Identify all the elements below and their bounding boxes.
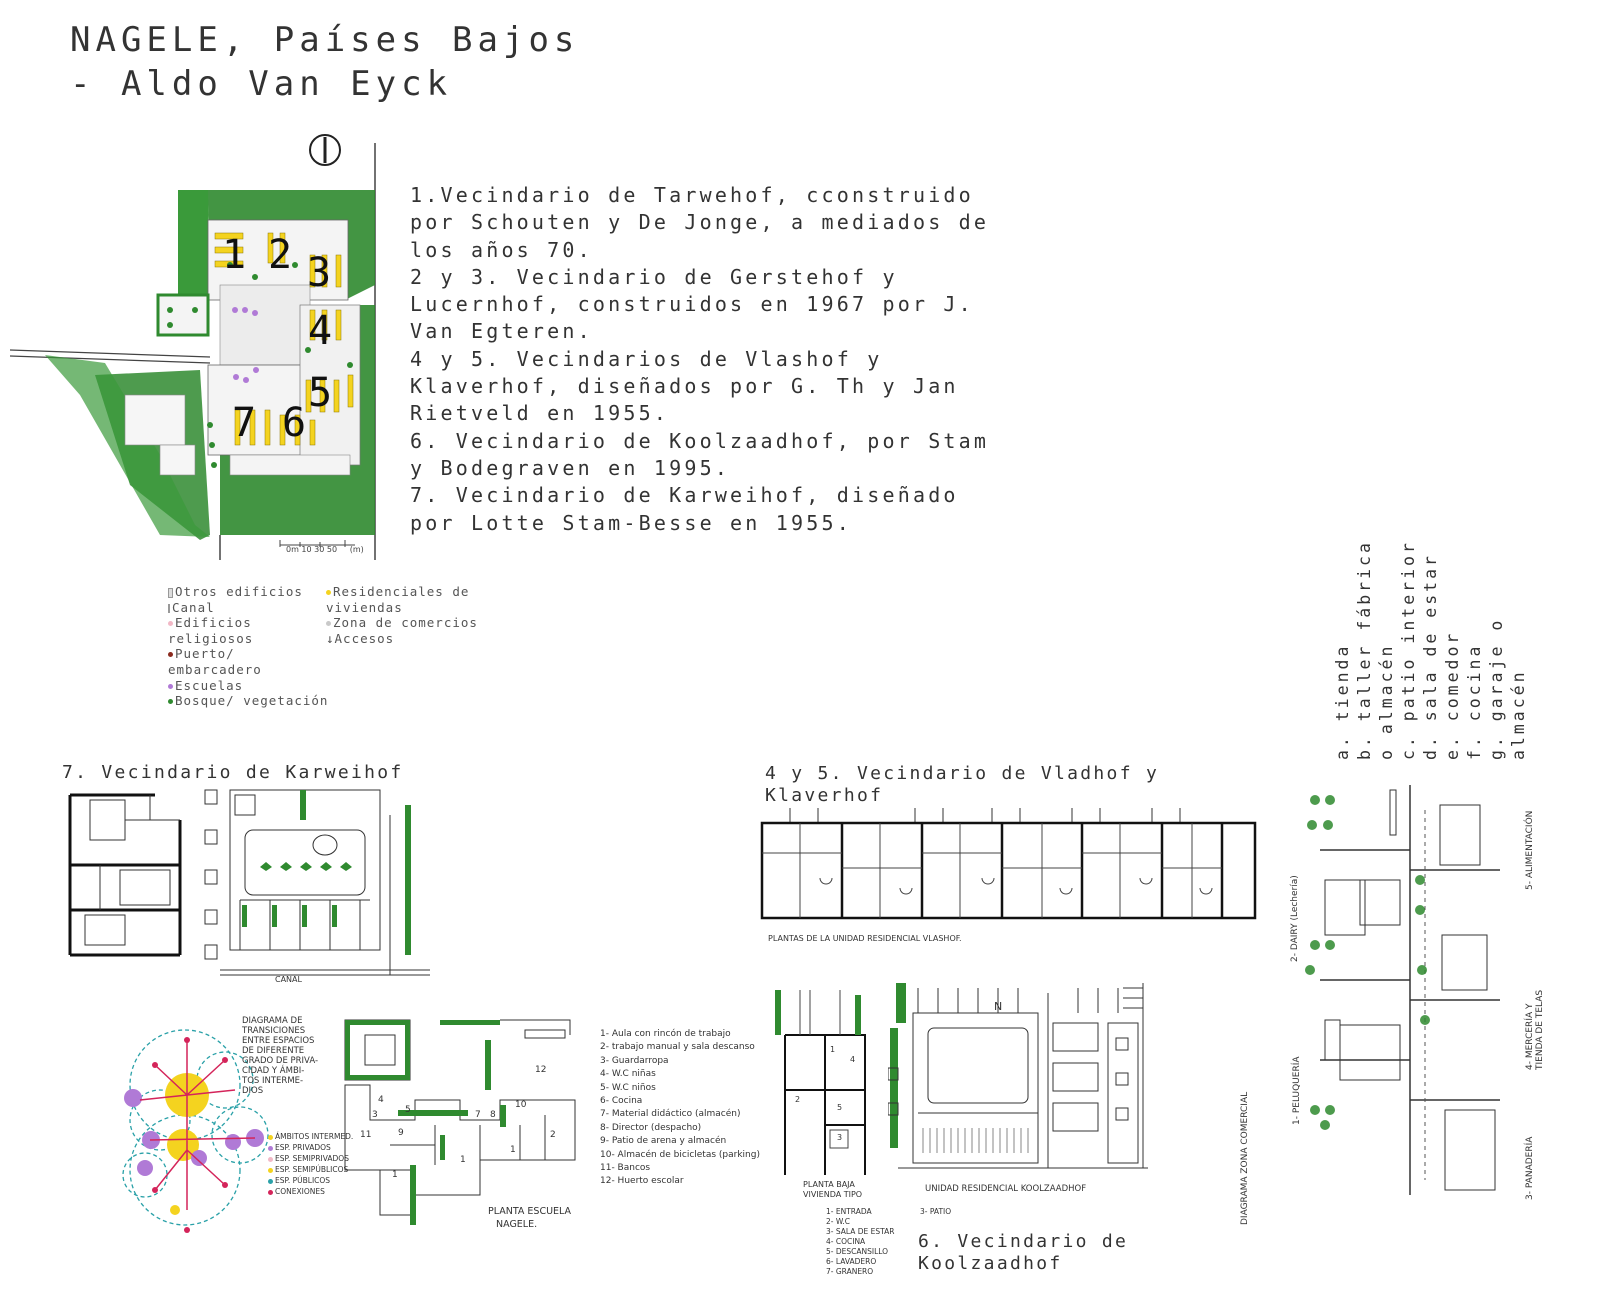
- svg-text:1: 1: [830, 1045, 835, 1054]
- legend-item: Residenciales de viviendas: [326, 584, 470, 615]
- shop-4-label: 4- MERCERÍA Y TIENDA DE TELAS: [1525, 989, 1545, 1070]
- desc-line: 6. Vecindario de Koolzaadhof, por Stam: [410, 428, 990, 453]
- desc-line: 1.Vecindario de Tarwehof, cconstruido: [410, 183, 974, 207]
- karweihof-site-plan: [204, 789, 430, 976]
- arrow-down-icon: ↓: [326, 630, 335, 646]
- legend-item: Zona de comercios: [326, 615, 486, 631]
- shop-1-label: 1- PELUQUERÍA: [1292, 1056, 1302, 1125]
- koolzaadhof-site-caption: UNIDAD RESIDENCIAL KOOLZAADHOF: [925, 1184, 1087, 1194]
- title-line-2: - Aldo Van Eyck: [70, 64, 453, 104]
- shop-2-label: 2- DAIRY (Lechería): [1290, 875, 1300, 962]
- desc-line: 7. Vecindario de Karweihof, diseñado: [410, 483, 959, 508]
- legend-item: Canal: [168, 600, 318, 616]
- commercial-diagram: [1305, 785, 1500, 1195]
- desc-line: por Schouten y De Jonge, a mediados de: [410, 210, 990, 235]
- legend-item: ESP. PRIVADOS: [268, 1142, 353, 1153]
- neighborhood-description: 1.Vecindario de Tarwehof, cconstruido po…: [410, 182, 1100, 537]
- desc-line: Van Egteren.: [410, 319, 593, 344]
- legend-item: Puerto/ embarcadero: [168, 646, 262, 677]
- legend-item: ESP. SEMIPÚBLICOS: [268, 1164, 353, 1175]
- vlashof-floor-plans: [760, 808, 1257, 920]
- desc-line: Rietveld en 1955.: [410, 401, 670, 426]
- svg-text:2: 2: [795, 1095, 800, 1104]
- vlashof-heading: 4 y 5. Vecindario de Vladhof y Klaverhof: [765, 763, 1160, 806]
- svg-text:4: 4: [850, 1055, 855, 1064]
- site-number-7: 7: [232, 400, 257, 446]
- koolzaadhof-site-plan: [888, 983, 1148, 1169]
- site-number-5: 5: [308, 370, 333, 416]
- school-plan: [344, 1019, 576, 1225]
- scale-bar: [279, 540, 355, 547]
- title-line-1: NAGELE, Países Bajos: [70, 20, 580, 60]
- desc-line: Klaverhof, diseñados por G. Th y Jan: [410, 374, 959, 399]
- page-title: NAGELE, Países Bajos - Aldo Van Eyck: [70, 18, 579, 106]
- canal-label: CANAL: [275, 975, 302, 984]
- vlashof-caption: PLANTAS DE LA UNIDAD RESIDENCIAL VLASHOF…: [768, 934, 962, 943]
- legend-item: ↓Accesos: [326, 630, 395, 646]
- shop-5-label: 5- ALIMENTACIÓN: [1525, 810, 1535, 890]
- legend-item: ESP. SEMIPRIVADOS: [268, 1153, 353, 1164]
- site-plan: [10, 134, 376, 560]
- site-number-6: 6: [282, 400, 307, 446]
- school-room-numbers: 12 11 2 1 1 1 4 3 5 9 7 8 10: [360, 1065, 556, 1180]
- desc-line: y Bodegraven en 1995.: [410, 455, 731, 480]
- transition-diagram: [122, 1029, 269, 1233]
- karweihof-unit-plan: [68, 793, 182, 957]
- north-arrow-icon: [309, 134, 341, 166]
- svg-text:3: 3: [837, 1133, 842, 1142]
- svg-text:5: 5: [837, 1103, 842, 1112]
- school-plan-label: PLANTA ESCUELA NAGELE.: [488, 1206, 572, 1230]
- legend-item: CONEXIONES: [268, 1186, 353, 1197]
- north-label: N: [994, 1000, 1003, 1013]
- legend-item: Otros edificios: [168, 584, 318, 600]
- desc-line: 2 y 3. Vecindario de Gerstehof y: [410, 264, 898, 289]
- koolzaadhof-unit-plan: 1 2 4 5 3: [775, 990, 866, 1175]
- karweihof-heading: 7. Vecindario de Karweihof: [62, 762, 404, 783]
- legend-item: ÁMBITOS INTERMED.: [268, 1131, 353, 1142]
- shop-3-label: 3- PANADERÍA: [1525, 1136, 1535, 1200]
- diagram-legend: ÁMBITOS INTERMED. ESP. PRIVADOS ESP. SEM…: [268, 1131, 353, 1197]
- desc-line: por Lotte Stam-Besse en 1955.: [410, 510, 852, 535]
- site-number-3: 3: [307, 250, 332, 296]
- desc-line: los años 70.: [410, 237, 593, 262]
- commercial-diagram-label: DIAGRAMA ZONA COMERCIAL: [1240, 1091, 1250, 1225]
- legend-item: Escuelas: [168, 678, 318, 694]
- scale-label: 0m 10 30 50 (m): [286, 545, 364, 554]
- site-number-2: 2: [268, 232, 293, 278]
- koolzaadhof-room-list-2: 3- PATIO: [920, 1207, 952, 1216]
- legend-item: ESP. PÚBLICOS: [268, 1175, 353, 1186]
- koolzaadhof-heading: 6. Vecindario de Koolzaadhof: [918, 1231, 1129, 1274]
- desc-line: Lucernhof, construidos en 1967 por J.: [410, 292, 974, 317]
- legend-item: Bosque/ vegetación: [168, 693, 327, 709]
- legend-item: Edificios religiosos: [168, 615, 254, 646]
- desc-line: 4 y 5. Vecindarios de Vlashof y: [410, 346, 883, 371]
- koolzaadhof-unit-caption: PLANTA BAJA VIVIENDA TIPO: [803, 1180, 863, 1199]
- site-number-1: 1: [222, 232, 247, 278]
- site-number-4: 4: [308, 308, 333, 354]
